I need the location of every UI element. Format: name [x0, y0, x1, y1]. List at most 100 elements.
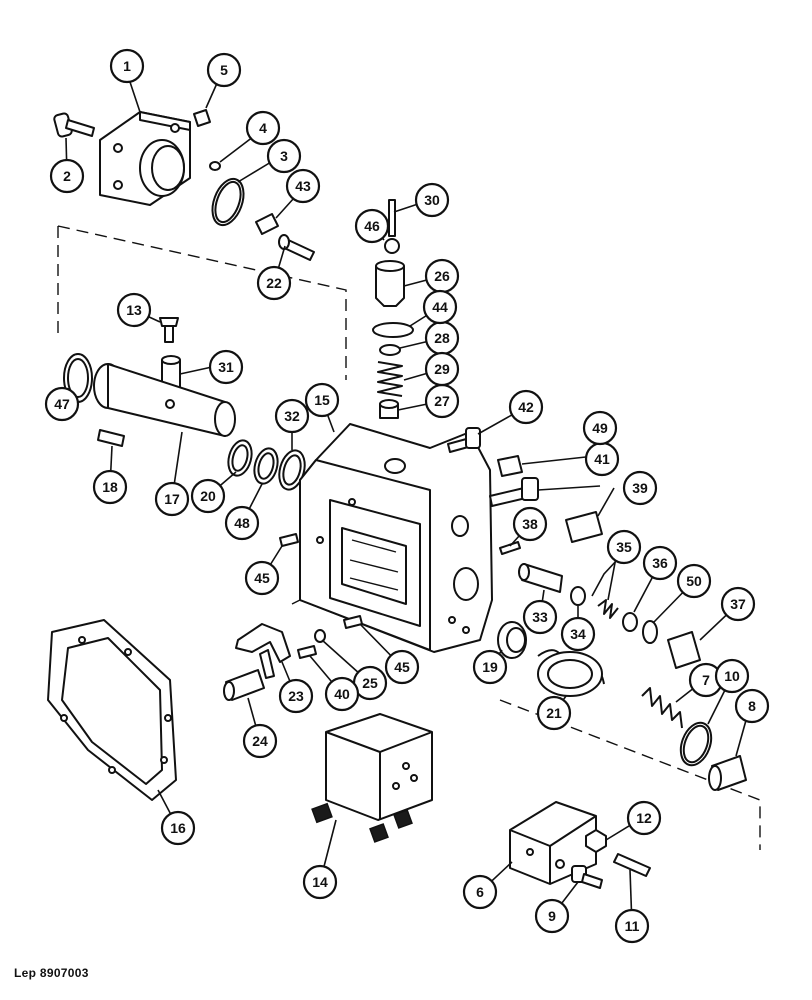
part-cap-34 [570, 586, 586, 606]
reference-code: Lep 8907003 [14, 966, 89, 980]
callout-9: 9 [534, 898, 570, 934]
part-seat-28 [379, 344, 401, 356]
svg-text:10: 10 [724, 668, 740, 684]
callout-21: 21 [536, 695, 572, 731]
callout-36: 36 [642, 545, 678, 581]
svg-text:16: 16 [170, 820, 186, 836]
callout-45-lower: 45 [384, 649, 420, 685]
svg-text:23: 23 [288, 688, 304, 704]
svg-text:12: 12 [636, 810, 652, 826]
part-spring-7 [641, 687, 683, 729]
part-cap-36 [622, 612, 638, 632]
svg-text:8: 8 [748, 698, 756, 714]
callout-6: 6 [462, 874, 498, 910]
callout-30: 30 [414, 182, 450, 218]
part-small-ring-4 [209, 161, 221, 171]
svg-text:11: 11 [625, 918, 640, 934]
callout-31: 31 [208, 349, 244, 385]
callout-18: 18 [92, 469, 128, 505]
svg-text:40: 40 [334, 686, 350, 702]
svg-text:19: 19 [482, 659, 498, 675]
svg-text:45: 45 [254, 570, 270, 586]
callout-44: 44 [422, 289, 458, 325]
svg-text:32: 32 [284, 408, 300, 424]
part-pin-40 [297, 645, 317, 659]
svg-text:13: 13 [126, 302, 142, 318]
part-set-screw-43 [255, 213, 279, 235]
part-cap-8 [708, 755, 747, 791]
callout-4: 4 [245, 110, 281, 146]
callout-50: 50 [676, 563, 712, 599]
callout-10: 10 [714, 658, 750, 694]
callout-39: 39 [622, 470, 658, 506]
svg-text:49: 49 [592, 420, 608, 436]
callout-8: 8 [734, 688, 770, 724]
part-pin-24 [223, 669, 265, 701]
svg-text:20: 20 [200, 488, 216, 504]
part-spring-29 [377, 361, 403, 397]
callout-16: 16 [160, 810, 196, 846]
callout-38: 38 [512, 506, 548, 542]
part-spool-33 [518, 563, 563, 593]
part-pin-13 [159, 317, 179, 343]
callout-3: 3 [266, 138, 302, 174]
callout-41: 41 [584, 441, 620, 477]
svg-text:4: 4 [259, 120, 267, 136]
callout-46: 46 [354, 208, 390, 244]
callout-20: 20 [190, 478, 226, 514]
svg-text:37: 37 [730, 596, 746, 612]
part-piston-17 [93, 363, 236, 437]
callout-15: 15 [304, 382, 340, 418]
callout-32: 32 [274, 398, 310, 434]
part-pin-38 [499, 541, 521, 555]
callout-17: 17 [154, 481, 190, 517]
svg-text:47: 47 [54, 396, 70, 412]
svg-text:24: 24 [252, 733, 268, 749]
svg-text:39: 39 [632, 480, 648, 496]
callout-29: 29 [424, 351, 460, 387]
svg-text:35: 35 [616, 539, 632, 555]
svg-text:44: 44 [432, 299, 448, 315]
callout-35: 35 [606, 529, 642, 565]
part-nut-12 [585, 829, 607, 853]
svg-text:28: 28 [434, 330, 450, 346]
svg-text:6: 6 [476, 884, 484, 900]
part-ring-48 [253, 447, 279, 485]
svg-text:9: 9 [548, 908, 556, 924]
svg-text:3: 3 [280, 148, 288, 164]
svg-text:48: 48 [234, 515, 250, 531]
callout-45-upper: 45 [244, 560, 280, 596]
part-ring-25 [314, 629, 326, 643]
part-block-6 [509, 801, 597, 885]
svg-text:36: 36 [652, 555, 668, 571]
callout-11: 11 [614, 908, 650, 944]
svg-text:38: 38 [522, 516, 538, 532]
svg-text:5: 5 [220, 62, 228, 78]
svg-text:25: 25 [362, 675, 378, 691]
part-oring-10 [679, 721, 713, 767]
svg-text:7: 7 [702, 672, 710, 688]
part-bolt-42 [447, 427, 481, 453]
svg-text:21: 21 [546, 705, 562, 721]
part-stud-22 [278, 234, 315, 261]
part-housing-15 [299, 423, 493, 653]
part-plug-39 [565, 511, 603, 543]
callout-24: 24 [242, 723, 278, 759]
callout-37: 37 [720, 586, 756, 622]
part-plug-37 [667, 631, 701, 669]
callout-25: 25 [352, 665, 388, 701]
callout-22: 22 [256, 265, 292, 301]
svg-text:30: 30 [424, 192, 440, 208]
svg-text:33: 33 [532, 609, 548, 625]
callout-43: 43 [285, 168, 321, 204]
part-stud-11 [613, 853, 651, 877]
svg-text:42: 42 [518, 399, 534, 415]
callout-1: 1 [109, 48, 145, 84]
part-cup-27 [379, 399, 399, 419]
part-solenoid-block-14 [311, 713, 433, 843]
callout-12: 12 [626, 800, 662, 836]
part-flange [99, 111, 191, 206]
part-ball-46 [384, 238, 400, 254]
svg-text:15: 15 [314, 392, 330, 408]
svg-text:2: 2 [63, 168, 71, 184]
